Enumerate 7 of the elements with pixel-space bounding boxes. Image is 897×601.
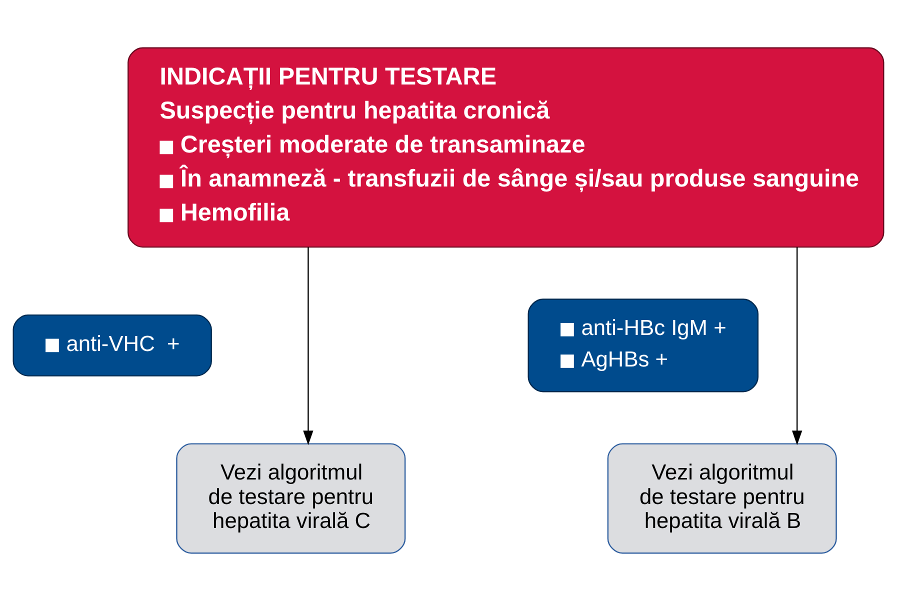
node-box: INDICAȚII PENTRU TESTARE Suspecție pentru hepatita cronică Creșteri moderate de transaminaze În anamneză - transfuzii de sânge și/sau produse sanguine Hemofilia [128,47,884,248]
node-box: anti-HBc IgM + AgHBs + [528,298,759,392]
node-box: Vezi algoritmul de testare pentru hepatita virală B [607,443,837,554]
arrow [792,247,802,446]
node-box: Vezi algoritmul de testare pentru hepatita virală C [176,443,406,554]
node-box: anti-VHC + [12,314,212,376]
arrow [303,247,314,446]
